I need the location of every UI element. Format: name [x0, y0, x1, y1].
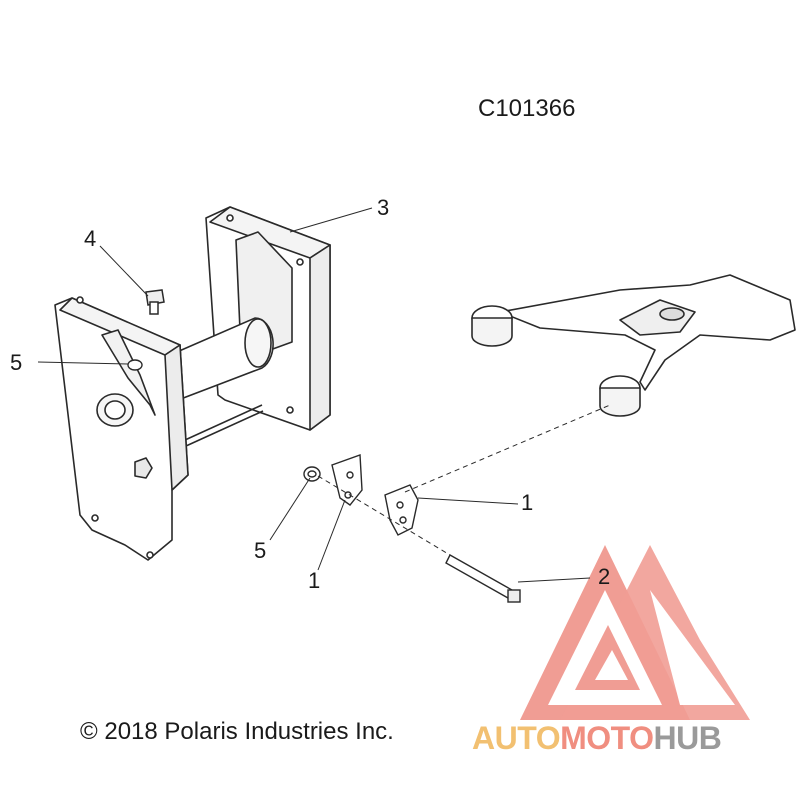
a-arm — [471, 274, 796, 417]
callout-3: 3 — [377, 195, 390, 220]
callout-1-right: 1 — [521, 490, 534, 515]
bracket-plate — [205, 206, 331, 431]
watermark-auto: AUTO — [472, 720, 561, 756]
watermark-text: AUTOMOTOHUB — [472, 720, 722, 757]
callout-1-left: 1 — [308, 568, 321, 593]
watermark-logo-icon — [520, 545, 750, 720]
tab-bracket-left — [331, 454, 363, 506]
flange-bolt — [145, 289, 165, 315]
mounting-plate — [54, 296, 189, 561]
alignment-lines — [317, 404, 611, 556]
leader-lines — [37, 207, 591, 583]
diagram-id: C101366 — [478, 95, 576, 122]
watermark-hub: HUB — [653, 720, 722, 756]
pivot-shaft — [169, 317, 274, 447]
callout-5-lower: 5 — [254, 538, 267, 563]
callout-2: 2 — [598, 564, 611, 589]
callout-5-upper: 5 — [10, 350, 23, 375]
callout-4: 4 — [84, 226, 97, 251]
long-bolt — [445, 554, 521, 603]
nut-upper — [127, 359, 143, 371]
copyright-notice: © 2018 Polaris Industries Inc. — [80, 718, 394, 745]
nut-lower — [303, 466, 321, 482]
watermark-moto: MOTO — [560, 720, 654, 756]
tab-bracket-right — [384, 484, 419, 536]
